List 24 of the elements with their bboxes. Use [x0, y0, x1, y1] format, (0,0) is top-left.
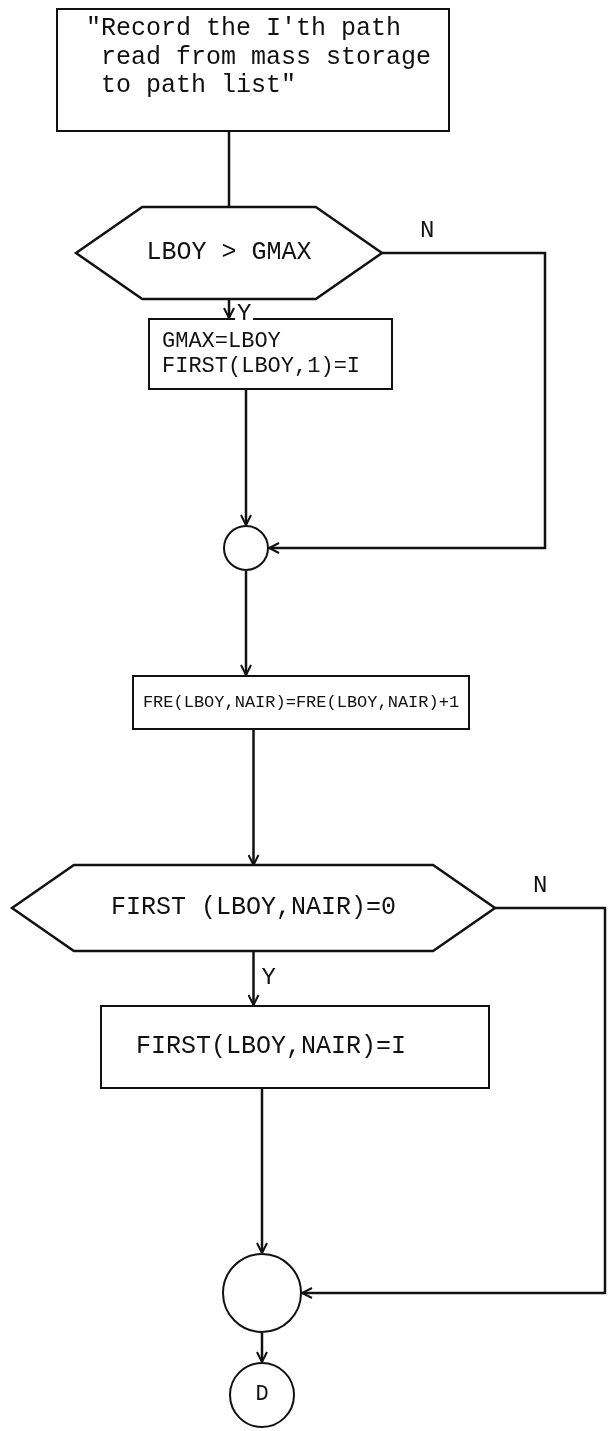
flow-arrow — [301, 906, 607, 1299]
flow-arrow — [268, 251, 547, 554]
flow-arrow — [247, 730, 260, 866]
decision-hexagon — [12, 865, 495, 951]
decision-text: FIRST (LBOY,NAIR)=0 — [110, 893, 396, 923]
decision-hexagon — [76, 207, 382, 299]
process-text: FIRST(LBOY,1)=I — [162, 354, 361, 380]
flow-arrow — [247, 951, 260, 1006]
process-text: FIRST(LBOY,NAIR)=I — [136, 1032, 407, 1062]
flow-arrow — [240, 390, 252, 526]
flow-arrow — [223, 299, 235, 319]
connector-circle — [223, 525, 269, 571]
process-box — [148, 318, 393, 390]
flow-arrow — [240, 571, 252, 676]
flow-arrow — [256, 1089, 268, 1254]
process-box — [132, 675, 470, 730]
flow-arrow — [256, 1333, 268, 1363]
connector-label: D — [255, 1382, 269, 1408]
process-text: FRE(LBOY,NAIR)=FRE(LBOY,NAIR)+1 — [142, 692, 460, 713]
process-text: GMAX=LBOY — [162, 328, 281, 354]
process-box — [56, 8, 450, 132]
process-text: "Record the I'th path read from mass storage to path list" — [86, 14, 433, 102]
process-box — [100, 1005, 490, 1089]
decision-text: LBOY > GMAX — [146, 238, 312, 268]
